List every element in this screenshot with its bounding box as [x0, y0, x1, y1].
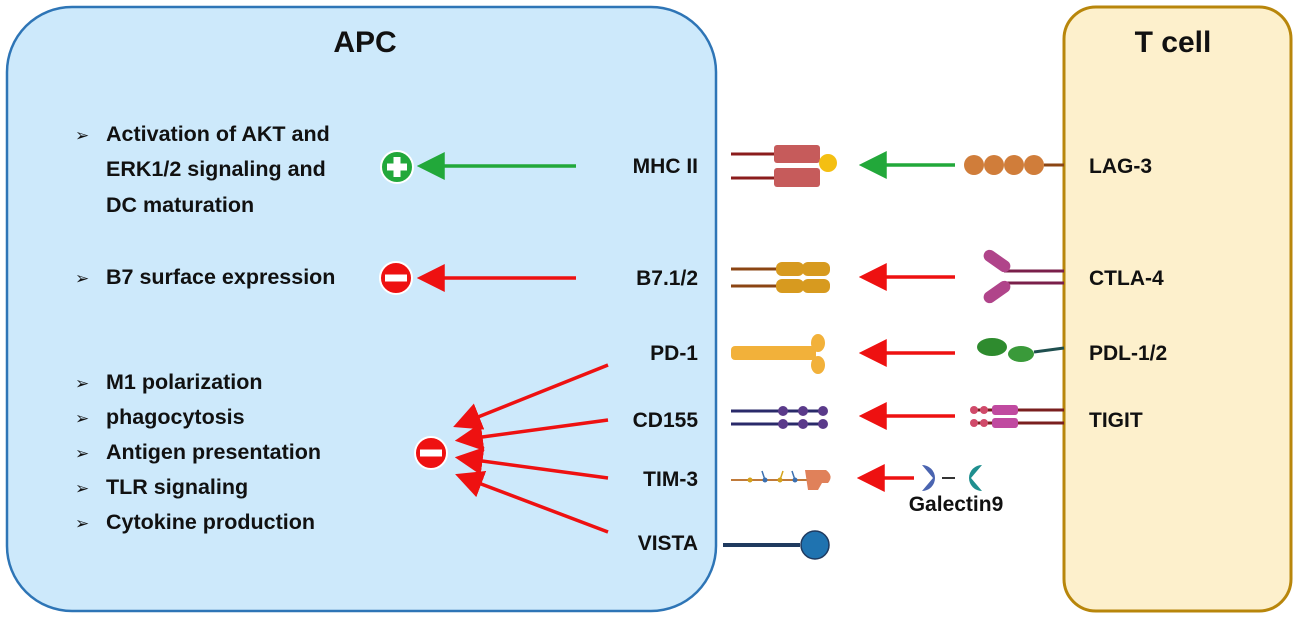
arrowhead-bullet-icon: ➢	[75, 126, 89, 145]
tim-3-icon	[731, 470, 831, 490]
arrowhead-bullet-icon: ➢	[75, 444, 89, 463]
ligand-label-ctla-4: CTLA-4	[1089, 267, 1164, 290]
receptor-label-cd155: CD155	[633, 409, 699, 432]
ctla-4-icon	[983, 249, 1064, 304]
effect-text: Cytokine production	[106, 510, 315, 534]
apc-cell	[5, 5, 718, 613]
tcell-cell	[1062, 5, 1293, 613]
tigit-icon	[970, 405, 1064, 428]
inhibition-arrow	[454, 418, 609, 451]
effect-text: ERK1/2 signaling and	[106, 157, 326, 181]
arrowhead-bullet-icon: ➢	[75, 479, 89, 498]
plus-circle-icon	[380, 150, 414, 184]
apc-title: APC	[333, 26, 396, 59]
galectin9-icon	[922, 465, 982, 491]
receptor-label-mhc-ii: MHC II	[633, 155, 698, 178]
effect-group-akt-erk: ➢ Activation of AKT and ERK1/2 signaling…	[75, 122, 330, 217]
minus-circle-icon	[414, 436, 448, 470]
effect-text: Activation of AKT and	[106, 122, 330, 146]
effect-text: phagocytosis	[106, 405, 245, 429]
galectin9-label: Galectin9	[909, 493, 1004, 516]
mhc-ii-icon	[731, 145, 837, 187]
ligand-label-tigit: TIGIT	[1089, 409, 1143, 432]
inhibition-arrow	[453, 363, 609, 430]
inhibition-arrow	[454, 447, 609, 480]
effect-text: DC maturation	[106, 193, 254, 217]
tcell-title: T cell	[1135, 26, 1212, 59]
effect-text: TLR signaling	[106, 475, 248, 499]
pd-1-icon	[731, 334, 825, 374]
ligand-label-pdl-1-2: PDL-1/2	[1089, 342, 1167, 365]
effect-text: Antigen presentation	[106, 440, 321, 464]
ligand-label-lag-3: LAG-3	[1089, 155, 1152, 178]
receptor-label-pd-1: PD-1	[650, 342, 698, 365]
cd155-icon	[731, 406, 828, 429]
receptor-label-b7: B7.1/2	[636, 267, 698, 290]
lag-3-icon	[964, 155, 1064, 175]
vista-icon	[723, 530, 830, 560]
arrowhead-bullet-icon: ➢	[75, 269, 89, 288]
effect-group-b7: ➢ B7 surface expression	[75, 265, 335, 289]
effect-text: B7 surface expression	[106, 265, 335, 289]
pdl-1-2-icon	[977, 338, 1065, 362]
receptor-label-tim-3: TIM-3	[643, 468, 698, 491]
inhibition-arrow	[455, 470, 609, 534]
arrowhead-bullet-icon: ➢	[75, 374, 89, 393]
minus-circle-icon	[379, 261, 413, 295]
receptor-label-vista: VISTA	[638, 532, 698, 555]
arrowhead-bullet-icon: ➢	[75, 409, 89, 428]
b7-icon	[731, 262, 830, 293]
arrowhead-bullet-icon: ➢	[75, 514, 89, 533]
effect-text: M1 polarization	[106, 370, 262, 394]
effect-group-inhibited-functions: ➢ M1 polarization ➢ phagocytosis ➢ Antig…	[75, 370, 321, 534]
